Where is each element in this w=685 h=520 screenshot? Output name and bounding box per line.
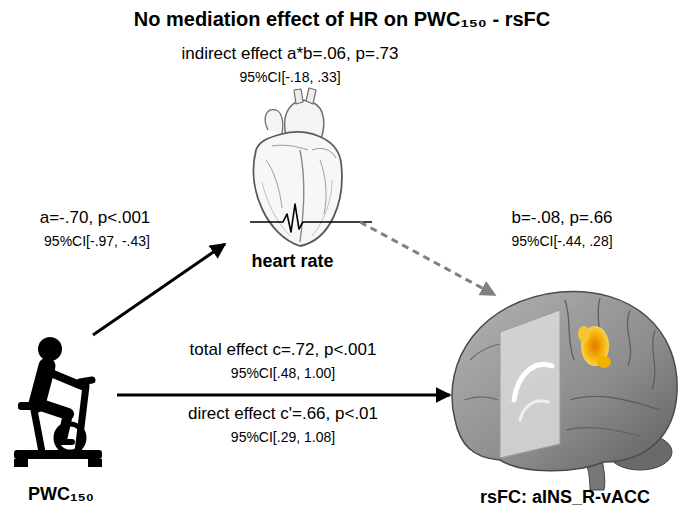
text-slot: direct effect c'=.66, p<.01 [188,404,378,424]
figure-node: heart rate [225,100,360,272]
effect-arrow [93,244,225,335]
figure-node: PWC₁₅₀ [5,335,117,505]
effect-arrow [360,222,495,295]
statistic-label: 95%CI[-.44, .28] [511,233,612,249]
heart-illustration [250,88,372,246]
text-slot: b=-.08, p=.66 [511,208,612,228]
text-slot: total effect c=.72, p<.001 [190,340,377,360]
text-slot: indirect effect a*b=.06, p=.73 [181,44,398,64]
node-label: PWC₁₅₀ [28,484,94,505]
statistic-label: indirect effect a*b=.06, p=.73 [181,44,398,64]
bike-icon [14,337,102,467]
figure-node: rsFC: aINS_R-vACC [450,295,680,508]
node-label: heart rate [251,251,333,272]
statistic-label: 95%CI[-.18, .33] [239,69,340,85]
text-slot: 95%CI[-.44, .28] [511,232,612,250]
brain-illustration [452,291,677,490]
text-slot: 95%CI[-.97, -.43] [44,232,150,250]
text-slot: No mediation effect of HR on PWC₁₅₀ - rs… [134,8,550,31]
diagram-title: No mediation effect of HR on PWC₁₅₀ - rs… [134,8,550,31]
path-coefficient: b=-.08, p=.66 [511,208,612,228]
statistic-label: 95%CI[-.97, -.43] [44,233,150,249]
path-coefficient: total effect c=.72, p<.001 [190,340,377,360]
text-slot: 95%CI[.29, 1.08] [231,428,335,446]
path-coefficient: a=-.70, p<.001 [40,208,151,228]
text-slot: a=-.70, p<.001 [40,208,151,228]
node-label: rsFC: aINS_R-vACC [480,487,650,508]
statistic-label: 95%CI[.48, 1.00] [231,365,335,381]
statistic-label: direct effect c'=.66, p<.01 [188,404,378,424]
text-slot: 95%CI[-.18, .33] [239,68,340,86]
statistic-label: 95%CI[.29, 1.08] [231,429,335,445]
effect-arrow [117,394,450,397]
text-slot: 95%CI[.48, 1.00] [231,364,335,382]
